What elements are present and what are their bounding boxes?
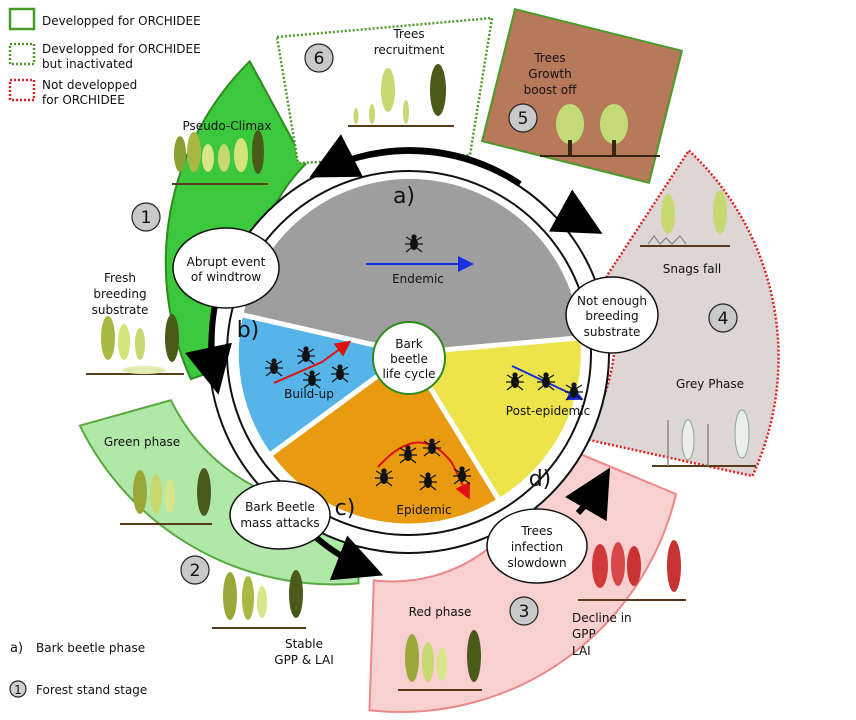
phase-b-letter: b) <box>237 318 260 343</box>
center-line-1: Bark <box>395 337 423 351</box>
stage-key-text: Forest stand stage <box>36 683 147 697</box>
stage-3-number-circle <box>509 596 539 626</box>
stage-3-trees-icon <box>398 540 686 691</box>
phase-buildup-wedge <box>233 311 415 459</box>
stage-4-sub-1: Grey Phase <box>676 377 744 391</box>
stage-key-circle <box>9 680 27 698</box>
event-not-enough-substrate-line-3: substrate <box>584 325 641 339</box>
legend-inactivated-swatch <box>8 42 36 66</box>
legend-developed-swatch <box>8 7 36 31</box>
stage-1-sub-3: substrate <box>92 303 149 317</box>
phase-c-letter: c) <box>335 496 356 521</box>
event-infection-slowdown-line-2: infection <box>511 540 563 554</box>
center-line-2: beetle <box>390 352 428 366</box>
stage-1-sub-1: Fresh <box>104 271 136 285</box>
legend-inactivated-label-2: but inactivated <box>42 57 133 71</box>
stage-2-title: Green phase <box>104 435 180 449</box>
cycle-arrow-top <box>309 134 522 187</box>
phase-epidemic-wedge <box>265 349 503 529</box>
stage-5-title-1: Trees <box>533 51 565 65</box>
stage-5-box <box>480 8 684 184</box>
legend: Developped for ORCHIDEE Developped for O… <box>8 7 201 698</box>
stage-3-sub-3: LAI <box>572 644 591 658</box>
event-mass-attacks <box>229 480 331 550</box>
stage-6-number: 6 <box>314 49 325 69</box>
phase-d-letter: d) <box>529 467 552 492</box>
phase-key-text: Bark beetle phase <box>36 641 145 655</box>
stage-4-number-circle <box>708 303 738 333</box>
event-mass-attacks-line-2: mass attacks <box>240 516 319 530</box>
event-windthrow-line-1: Abrupt event <box>187 255 266 269</box>
event-infection-slowdown-line-3: slowdown <box>507 556 566 570</box>
stage-2-number-circle <box>180 555 210 585</box>
stage-5-number: 5 <box>518 109 529 129</box>
stage-4-segment <box>580 148 780 478</box>
stage-3-title: Red phase <box>409 605 472 619</box>
stage-2-sub-1: Stable <box>285 637 323 651</box>
event-mass-attacks-line-1: Bark Beetle <box>245 500 315 514</box>
epidemic-trend-arrow <box>377 441 470 500</box>
stage-2-number: 2 <box>190 561 201 581</box>
center-line-3: life cycle <box>382 367 435 381</box>
event-infection-slowdown <box>486 508 588 584</box>
stage-4-number: 4 <box>718 309 729 329</box>
phase-c-label: Epidemic <box>396 503 451 517</box>
legend-developed-label: Developped for ORCHIDEE <box>42 14 201 28</box>
stage-1-title: Pseudo-Climax <box>183 119 272 133</box>
stage-6-number-circle <box>304 43 334 73</box>
stage-3-number: 3 <box>519 602 530 622</box>
stage-5-title-2: Growth <box>528 67 571 81</box>
stage-2-sub-2: GPP & LAI <box>274 653 333 667</box>
stage-key-number: 1 <box>14 683 22 697</box>
stage-6-title-1: Trees <box>392 27 424 41</box>
cycle-arrow-right-bottom <box>565 467 611 522</box>
event-not-enough-substrate <box>565 276 659 354</box>
stage-3-sub-1: Decline in <box>572 611 632 625</box>
center-circle <box>372 321 446 395</box>
event-not-enough-substrate-line-2: breeding <box>585 309 638 323</box>
stage-2-trees-icon <box>120 468 306 629</box>
stage-5-title-3: boost off <box>524 83 577 97</box>
stage-1-sub-2: breeding <box>93 287 146 301</box>
stage-5-trees-icon <box>540 104 660 157</box>
event-not-enough-substrate-line-1: Not enough <box>577 294 647 308</box>
cycle-arrow-right-top <box>548 189 603 234</box>
stage-1-number-circle <box>131 202 161 232</box>
legend-inactivated-label-1: Developped for ORCHIDEE <box>42 42 201 56</box>
buildup-trend-arrow <box>273 340 352 384</box>
phase-b-label: Build-up <box>284 387 334 401</box>
legend-not-developed-label-2: for ORCHIDEE <box>42 93 125 107</box>
phase-a-label: Endemic <box>392 272 444 286</box>
stage-1-trees-icon <box>86 130 268 375</box>
stage-4-title: Snags fall <box>663 262 722 276</box>
event-infection-slowdown-line-1: Trees <box>520 524 552 538</box>
stage-6-trees-icon <box>348 64 454 127</box>
event-windthrow <box>172 227 280 309</box>
legend-not-developed-label-1: Not developped <box>42 78 137 92</box>
phase-a-letter: a) <box>393 184 415 209</box>
stage-5-number-circle <box>508 103 538 133</box>
legend-not-developed-swatch <box>8 78 36 102</box>
stage-3-sub-2: GPP <box>572 627 596 641</box>
event-windthrow-line-2: of windtrow <box>191 270 261 284</box>
stage-1-number: 1 <box>141 208 152 228</box>
stage-6-title-2: recruitment <box>374 43 445 57</box>
phase-d-label: Post-epidemic <box>506 404 590 418</box>
stage-4-trees-icon <box>640 190 756 467</box>
phase-key-letter: a) <box>10 641 23 656</box>
